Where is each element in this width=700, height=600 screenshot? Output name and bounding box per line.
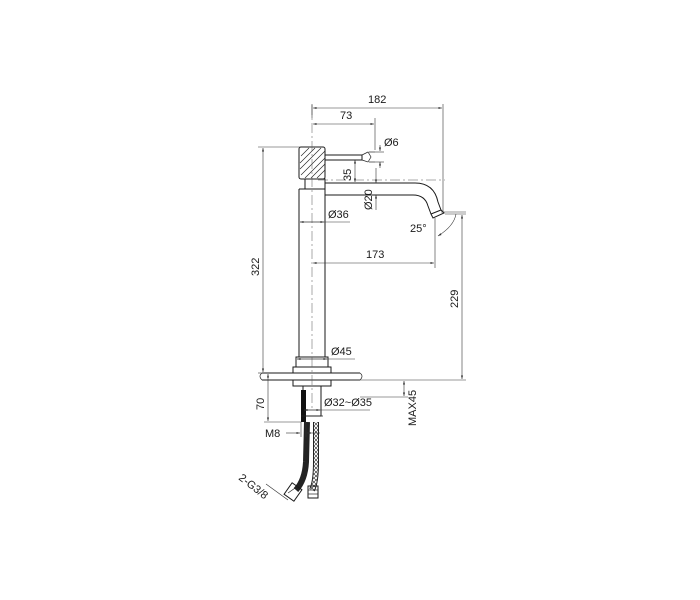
dim-handle-height: 35 xyxy=(342,160,357,182)
svg-text:Ø20: Ø20 xyxy=(363,189,375,210)
faucet-body xyxy=(292,146,445,422)
dim-handle-offset: 73 xyxy=(313,110,376,150)
dim-base-diameter: Ø45 xyxy=(297,346,355,361)
handle-hatch xyxy=(299,147,326,179)
dim-total-reach: 182 xyxy=(311,94,444,214)
dim-hole-diameter: Ø32~Ø35 xyxy=(304,397,372,412)
svg-text:Ø6: Ø6 xyxy=(384,137,399,149)
svg-text:35: 35 xyxy=(342,169,354,181)
dim-below-counter: 70 xyxy=(255,374,301,423)
svg-text:182: 182 xyxy=(368,94,386,106)
svg-text:73: 73 xyxy=(340,110,352,122)
dim-spout-diameter: Ø20 xyxy=(363,168,378,210)
dim-handle-diameter: Ø6 xyxy=(375,137,399,168)
dim-hose-connection: 2-G3/8 xyxy=(236,472,289,502)
dim-max-counter: MAX45 xyxy=(360,381,419,426)
svg-text:Ø45: Ø45 xyxy=(331,346,352,358)
svg-text:Ø36: Ø36 xyxy=(328,209,349,221)
body-top-block xyxy=(304,178,326,190)
dim-body-diameter: Ø36 xyxy=(300,209,350,224)
svg-text:25°: 25° xyxy=(410,223,427,235)
dim-total-height: 322 xyxy=(250,146,300,374)
spout xyxy=(325,182,442,215)
svg-text:173: 173 xyxy=(366,249,384,261)
svg-text:Ø32~Ø35: Ø32~Ø35 xyxy=(324,397,372,409)
dim-spout-reach: 173 xyxy=(313,218,436,268)
dim-thread: M8 xyxy=(265,422,320,440)
svg-text:322: 322 xyxy=(250,258,262,276)
dim-outlet-height: 229 xyxy=(350,213,466,381)
svg-text:M8: M8 xyxy=(265,428,280,440)
svg-text:2-G3/8: 2-G3/8 xyxy=(236,472,270,502)
hose-fitting-right xyxy=(307,485,319,499)
flexible-hoses xyxy=(283,421,319,502)
spout-tip xyxy=(430,209,445,219)
countertop xyxy=(259,372,363,381)
handle-lever xyxy=(325,154,363,161)
threaded-rod xyxy=(301,390,306,422)
svg-text:70: 70 xyxy=(255,398,267,410)
svg-text:229: 229 xyxy=(449,290,461,308)
svg-text:MAX45: MAX45 xyxy=(407,390,419,426)
dim-spout-angle: 25° xyxy=(410,211,466,237)
